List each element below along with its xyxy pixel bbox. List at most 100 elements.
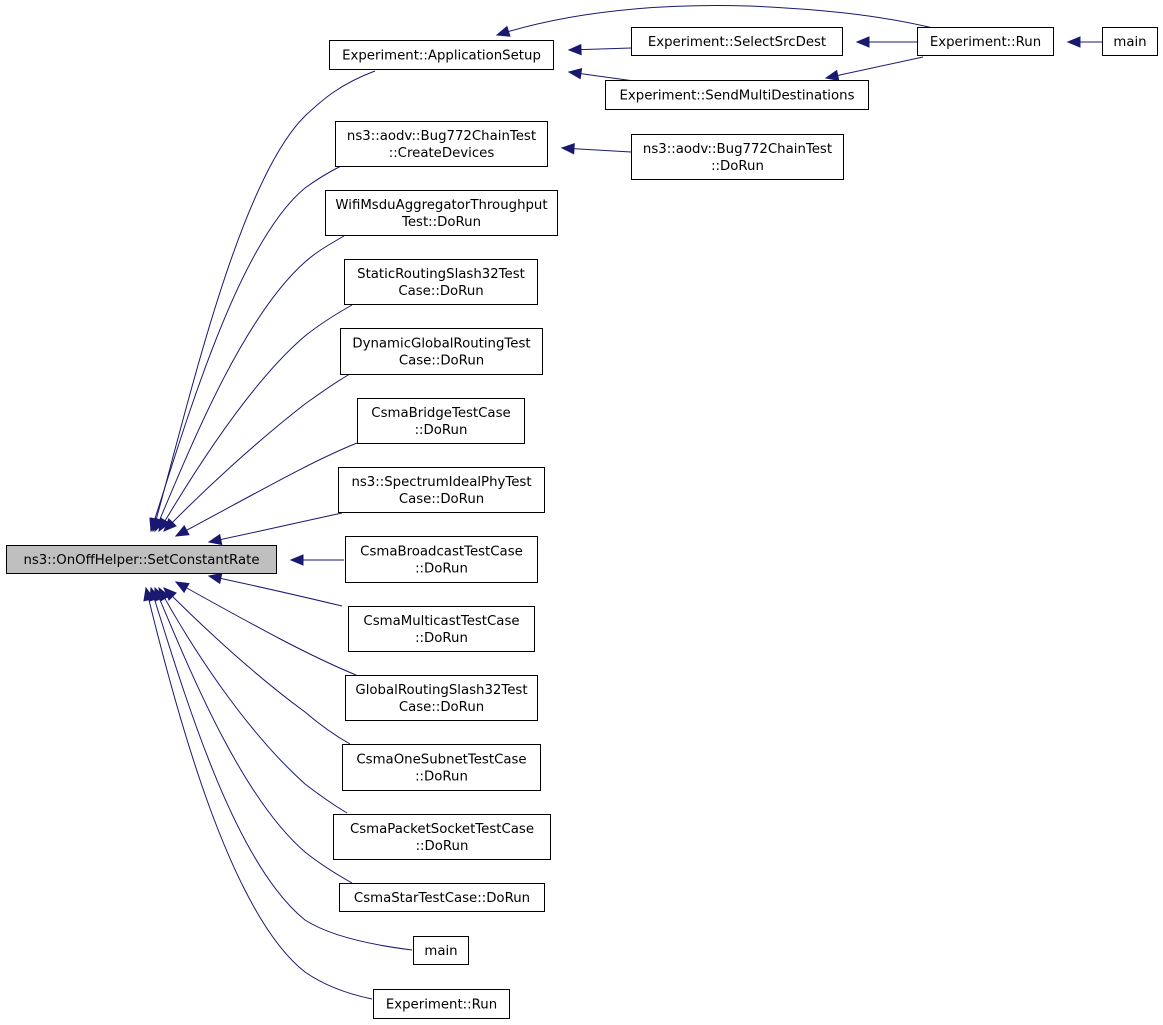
node-label: Case::DoRun: [399, 354, 484, 369]
edge-selectsrc-to-appsetup: [567, 43, 632, 56]
node-label: ::DoRun: [415, 423, 468, 438]
edges-layer: [143, 5, 1102, 1000]
node-box: [345, 536, 538, 583]
node-bug772run[interactable]: ns3::aodv::Bug772ChainTest::DoRun: [631, 134, 844, 180]
arrowhead-icon: [158, 517, 171, 533]
node-label: WifiMsduAggregatorThroughput: [335, 198, 547, 213]
nodes-layer: ns3::OnOffHelper::SetConstantRateExperim…: [6, 27, 1158, 1019]
node-main-bottom[interactable]: main: [413, 936, 469, 965]
edge-line: [175, 581, 357, 676]
node-label: CsmaPacketSocketTestCase: [350, 822, 534, 837]
arrowhead-icon: [1066, 36, 1081, 48]
node-root[interactable]: ns3::OnOffHelper::SetConstantRate: [6, 545, 277, 574]
node-selectsrc[interactable]: Experiment::SelectSrcDest: [631, 27, 843, 56]
node-label: ::DoRun: [415, 631, 468, 646]
edge-line: [154, 587, 353, 884]
node-label: ns3::aodv::Bug772ChainTest: [643, 142, 832, 157]
node-label: Experiment::Run: [386, 998, 497, 1013]
node-csmabroadcast[interactable]: CsmaBroadcastTestCase::DoRun: [345, 536, 538, 583]
arrowhead-icon: [174, 581, 190, 594]
node-csmapacket[interactable]: CsmaPacketSocketTestCase::DoRun: [333, 814, 551, 860]
edge-line: [145, 587, 373, 1000]
node-box: [335, 121, 548, 167]
edge-line: [175, 442, 358, 537]
node-label: GlobalRoutingSlash32Test: [355, 683, 527, 698]
node-label: CsmaOneSubnetTestCase: [356, 753, 526, 768]
node-box: [345, 675, 538, 721]
node-label: ::DoRun: [416, 839, 469, 854]
node-csmaonesubnet[interactable]: CsmaOneSubnetTestCase::DoRun: [342, 744, 541, 791]
node-box: [342, 744, 541, 791]
node-csmastar[interactable]: CsmaStarTestCase::DoRun: [339, 883, 545, 912]
edge-line: [150, 587, 413, 951]
node-box: [357, 398, 525, 444]
node-box: [338, 467, 545, 513]
edge-dynglobal-to-root: [163, 373, 351, 532]
node-sendmulti[interactable]: Experiment::SendMultiDestinations: [605, 80, 869, 110]
edge-exprun_bottom-to-root: [143, 586, 373, 1000]
arrowhead-icon: [560, 142, 575, 155]
node-label: Experiment::SendMultiDestinations: [619, 89, 854, 104]
node-box: [333, 814, 551, 860]
node-label: Case::DoRun: [398, 284, 483, 299]
arrowhead-icon: [855, 36, 870, 48]
node-label: CsmaStarTestCase::DoRun: [354, 891, 530, 906]
edge-line: [208, 512, 343, 543]
arrowhead-icon: [207, 533, 223, 546]
node-main-top[interactable]: main: [1102, 27, 1158, 56]
node-label: ::CreateDevices: [389, 146, 495, 161]
node-label: main: [1113, 35, 1146, 50]
arrowhead-icon: [174, 525, 190, 537]
node-box: [325, 190, 558, 236]
arrowhead-icon: [495, 25, 511, 37]
edge-line: [208, 575, 343, 607]
node-label: DynamicGlobalRoutingTest: [352, 337, 530, 352]
node-csmamulticast[interactable]: CsmaMulticastTestCase::DoRun: [348, 606, 535, 652]
node-box: [631, 134, 844, 180]
edge-spectrum-to-root: [207, 512, 343, 546]
arrowhead-icon: [289, 554, 304, 566]
node-box: [1102, 27, 1158, 56]
edge-line: [150, 165, 342, 532]
edge-wifimsdu-to-root: [154, 235, 345, 533]
edge-exprun_top-to-sendmulti: [824, 56, 924, 81]
node-label: ::DoRun: [415, 770, 468, 785]
edge-sendmulti-to-appsetup: [567, 68, 635, 82]
node-label: CsmaBroadcastTestCase: [360, 545, 523, 560]
edge-exprun_top-to-appsetup: [495, 5, 938, 37]
node-box: [6, 545, 277, 574]
arrowhead-icon: [824, 69, 840, 81]
edge-line: [163, 373, 351, 532]
node-createdev[interactable]: ns3::aodv::Bug772ChainTest::CreateDevice…: [335, 121, 548, 167]
edge-line: [825, 56, 924, 79]
node-csmabridge[interactable]: CsmaBridgeTestCase::DoRun: [357, 398, 525, 444]
node-exprun-top[interactable]: Experiment::Run: [917, 27, 1054, 56]
node-label: StaticRoutingSlash32Test: [357, 267, 525, 282]
edge-line: [496, 5, 938, 36]
node-label: ns3::OnOffHelper::SetConstantRate: [23, 553, 259, 568]
node-label: ::DoRun: [415, 562, 468, 577]
node-box: [917, 27, 1054, 56]
edge-csmaonesubnet-to-root: [163, 587, 351, 745]
edge-line: [163, 587, 351, 745]
node-label: CsmaMulticastTestCase: [363, 614, 519, 629]
node-label: main: [424, 944, 457, 959]
edge-line: [154, 235, 345, 532]
node-appsetup[interactable]: Experiment::ApplicationSetup: [329, 40, 554, 70]
arrowhead-icon: [207, 572, 223, 585]
node-label: ns3::aodv::Bug772ChainTest: [347, 129, 536, 144]
edge-line: [158, 304, 353, 532]
node-box: [339, 883, 545, 912]
node-label: Case::DoRun: [399, 492, 484, 507]
node-box: [348, 606, 535, 652]
edge-bug772run-to-createdev: [560, 142, 632, 155]
edge-exprun_top-to-selectsrc: [855, 36, 917, 48]
node-exprun-bottom[interactable]: Experiment::Run: [373, 989, 510, 1019]
node-label: CsmaBridgeTestCase: [371, 406, 510, 421]
